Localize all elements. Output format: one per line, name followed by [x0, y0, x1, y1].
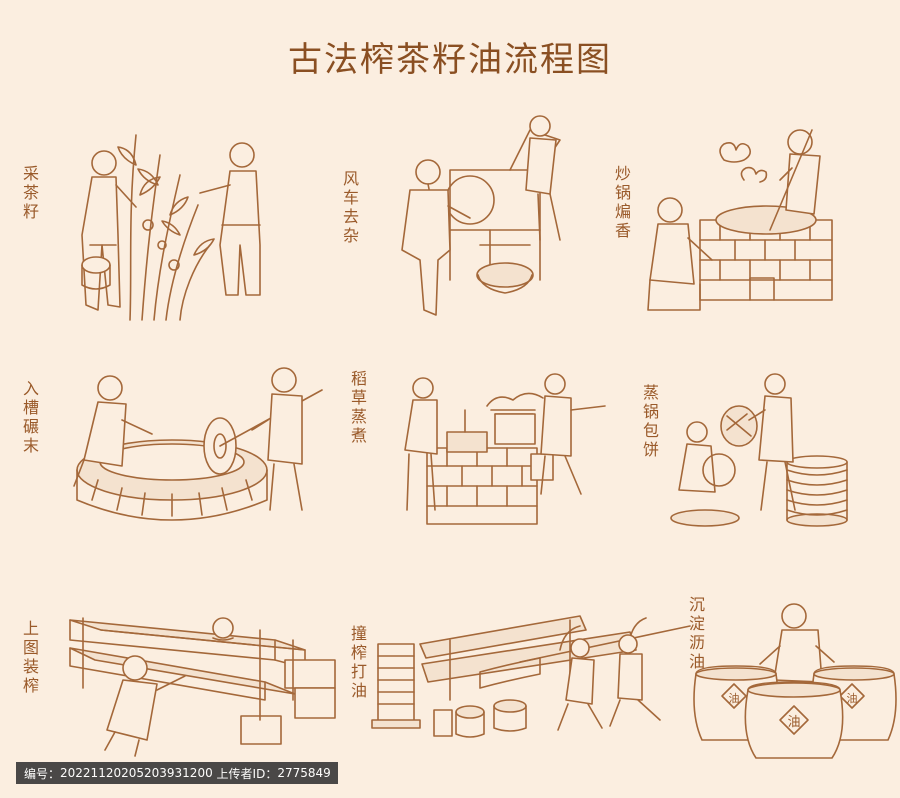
scene-winnowing-illustration: [401, 115, 561, 316]
scene-steaming-illustration: [404, 373, 606, 525]
step-label-grinding: 入槽碾末: [20, 380, 39, 456]
uploader-label: 上传者ID：: [216, 766, 278, 781]
scene-settling-oil-illustration: 油 油 油: [693, 603, 897, 759]
jar-label-right: 油: [847, 691, 858, 705]
scene-grinding-illustration: [73, 367, 323, 521]
step-label-ramming-press: 撞榨打油: [348, 625, 367, 701]
step-label-winnowing: 风车去杂: [340, 170, 359, 246]
scene-ramming-press-illustration: [371, 615, 691, 738]
image-info-bar: 编号： 20221120205203931200 上传者ID： 2775849: [16, 762, 338, 784]
step-label-loading-press: 上图装榨: [20, 620, 39, 696]
number-label: 编号：: [24, 766, 61, 781]
scene-roasting-illustration: [647, 129, 833, 311]
jar-label-left: 油: [729, 691, 740, 705]
step-label-pick-seeds: 采茶籽: [20, 165, 39, 222]
step-label-wrapping-cakes: 蒸锅包饼: [640, 384, 659, 460]
scene-pick-seeds-illustration: [81, 134, 261, 321]
scene-wrapping-cakes-illustration: [670, 373, 848, 527]
scene-loading-press-illustration: [69, 617, 336, 757]
step-label-steaming-straw: 稻草蒸煮: [348, 370, 367, 446]
uploader-value: 2775849: [277, 766, 331, 780]
page-title: 古法榨茶籽油流程图: [288, 40, 612, 80]
jar-label-front: 油: [787, 715, 800, 730]
step-label-settling-oil: 沉淀沥油: [686, 596, 705, 672]
step-label-roasting: 炒锅煸香: [612, 165, 631, 241]
number-value: 20221120205203931200: [60, 766, 213, 780]
